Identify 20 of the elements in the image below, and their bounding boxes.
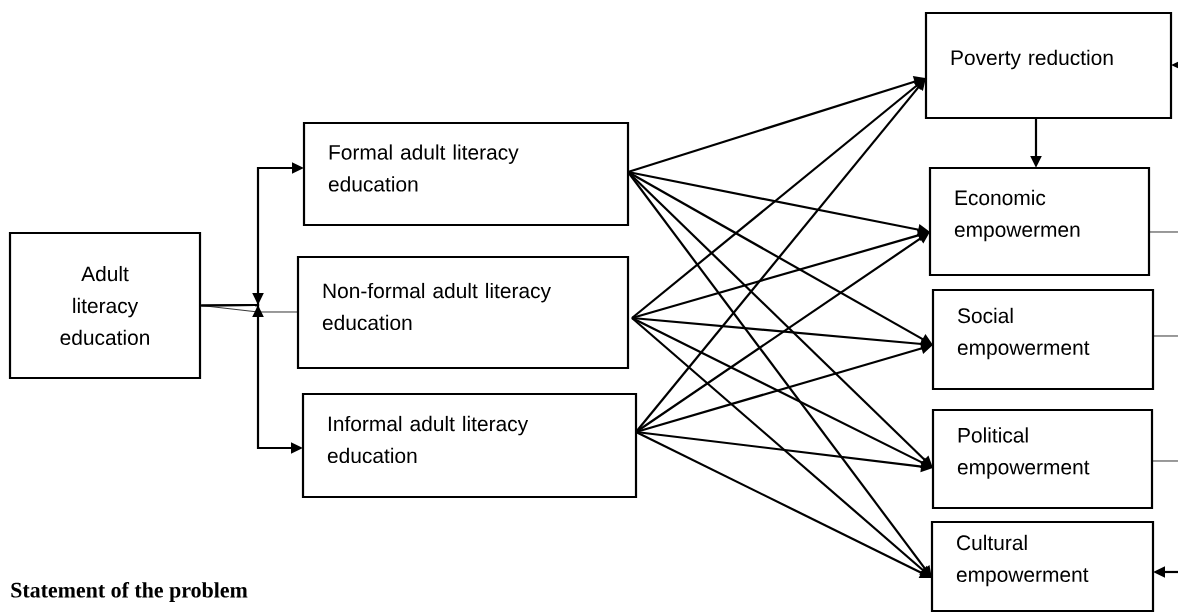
node-label: Formal adult literacy education: [328, 144, 519, 192]
process-box: [301, 392, 638, 499]
process-box: [296, 255, 630, 370]
node-label: Adult literacy education: [60, 265, 150, 346]
outcome-box: [931, 288, 1155, 391]
outcome-box: [930, 520, 1155, 613]
outcome-box: [931, 408, 1154, 510]
process-box: [302, 121, 630, 227]
heading: Statement of the problem: [11, 581, 248, 603]
node-label: Cultural empowerment: [956, 534, 1089, 587]
outcome-box: [924, 11, 1173, 120]
node-label: Political empowerment: [957, 427, 1090, 479]
source-box: [8, 231, 202, 380]
node-label: Social empowerment: [957, 307, 1090, 360]
node-label: Poverty reduction: [951, 49, 1113, 70]
node-label: Non-formal adult literacy education: [322, 282, 551, 331]
node-label: Economic empowermen: [954, 189, 1080, 242]
arrow: [635, 78, 926, 433]
node-label: Informal adult literacy education: [327, 415, 529, 464]
outcome-box: [928, 166, 1151, 277]
